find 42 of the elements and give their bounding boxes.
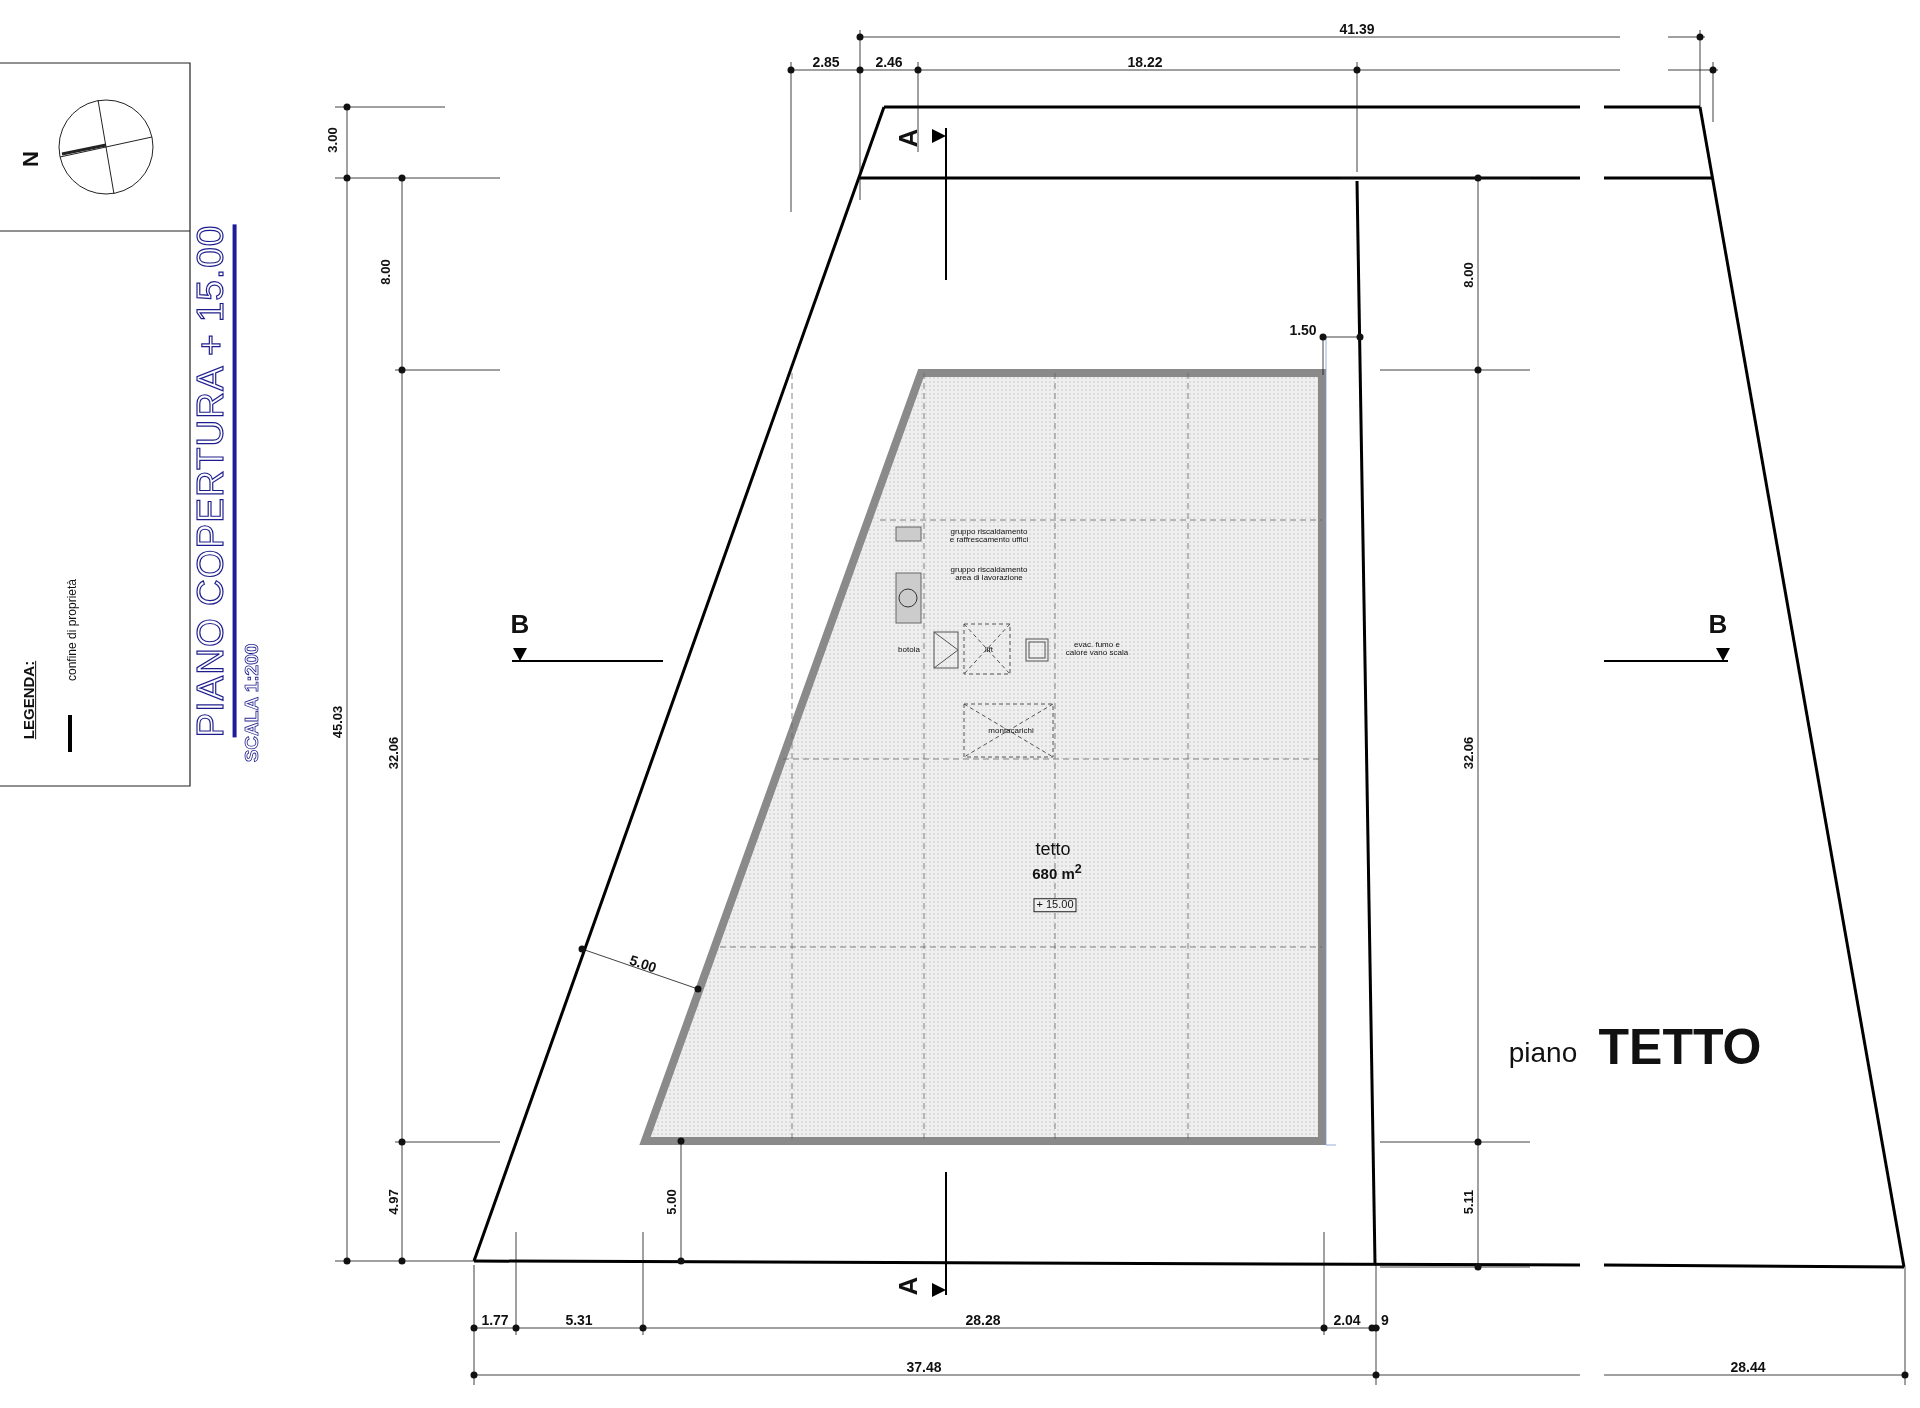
equipment-label: montacarichi — [988, 726, 1034, 736]
equipment-label: evac. fumo e calore vano scala — [1065, 640, 1129, 658]
legend-text: confine di proprietà — [65, 578, 79, 682]
plan-title: PIANO COPERTURA + 15.00 — [191, 224, 237, 738]
legend-heading: LEGENDA: — [21, 660, 37, 740]
dimension-label: 28.28 — [965, 1312, 1001, 1328]
dimension-label: 2.04 — [1333, 1312, 1361, 1328]
dimension-label: 32.06 — [1462, 736, 1476, 770]
dimension-label: 3.00 — [326, 127, 340, 153]
dimension-label: 5.31 — [565, 1312, 593, 1328]
area-label: 680 m$^{2}$ — [1032, 862, 1082, 882]
scale-caption: SCALA 1:200 — [242, 643, 262, 763]
dimension-label: 5.11 — [1462, 1189, 1476, 1215]
section-label: B — [510, 611, 530, 639]
equipment-label: gruppo riscaldamento area di lavorazione — [949, 565, 1029, 583]
dimension-label: 8.00 — [379, 259, 393, 285]
dimension-label: 5.00 — [665, 1189, 679, 1215]
north-label: N — [19, 151, 43, 167]
dimension-label: 2.85 — [812, 54, 840, 70]
elevation-tag: + 15.00 — [1033, 898, 1077, 912]
dimension-label: 32.06 — [387, 736, 401, 770]
section-label: A — [895, 1276, 923, 1296]
dimension-label: 1.77 — [481, 1312, 509, 1328]
dimension-label: 1.50 — [1289, 322, 1317, 338]
dimension-label: 45.03 — [331, 705, 345, 739]
dimension-label: 37.48 — [906, 1359, 942, 1375]
dimension-label: 5.00 — [627, 952, 659, 976]
dimension-label: 8.00 — [1462, 262, 1476, 288]
dimension-label: 41.39 — [1339, 21, 1375, 37]
equipment-label: lift — [985, 645, 993, 655]
plan-label: piano — [1508, 1038, 1578, 1068]
dimension-label: 9 — [1381, 1312, 1389, 1328]
dimension-label: 28.44 — [1730, 1359, 1766, 1375]
section-label: B — [1708, 611, 1728, 639]
dimension-label: 2.46 — [875, 54, 903, 70]
room-name: tetto — [1035, 839, 1071, 859]
dimension-label: 18.22 — [1127, 54, 1163, 70]
plan-label: TETTO — [1598, 1020, 1762, 1074]
section-label: A — [895, 128, 923, 148]
equipment-label: gruppo riscaldamento e raffrescamento uffici — [948, 527, 1030, 545]
equipment-label: botola — [898, 645, 920, 655]
dimension-label: 4.97 — [387, 1189, 401, 1215]
